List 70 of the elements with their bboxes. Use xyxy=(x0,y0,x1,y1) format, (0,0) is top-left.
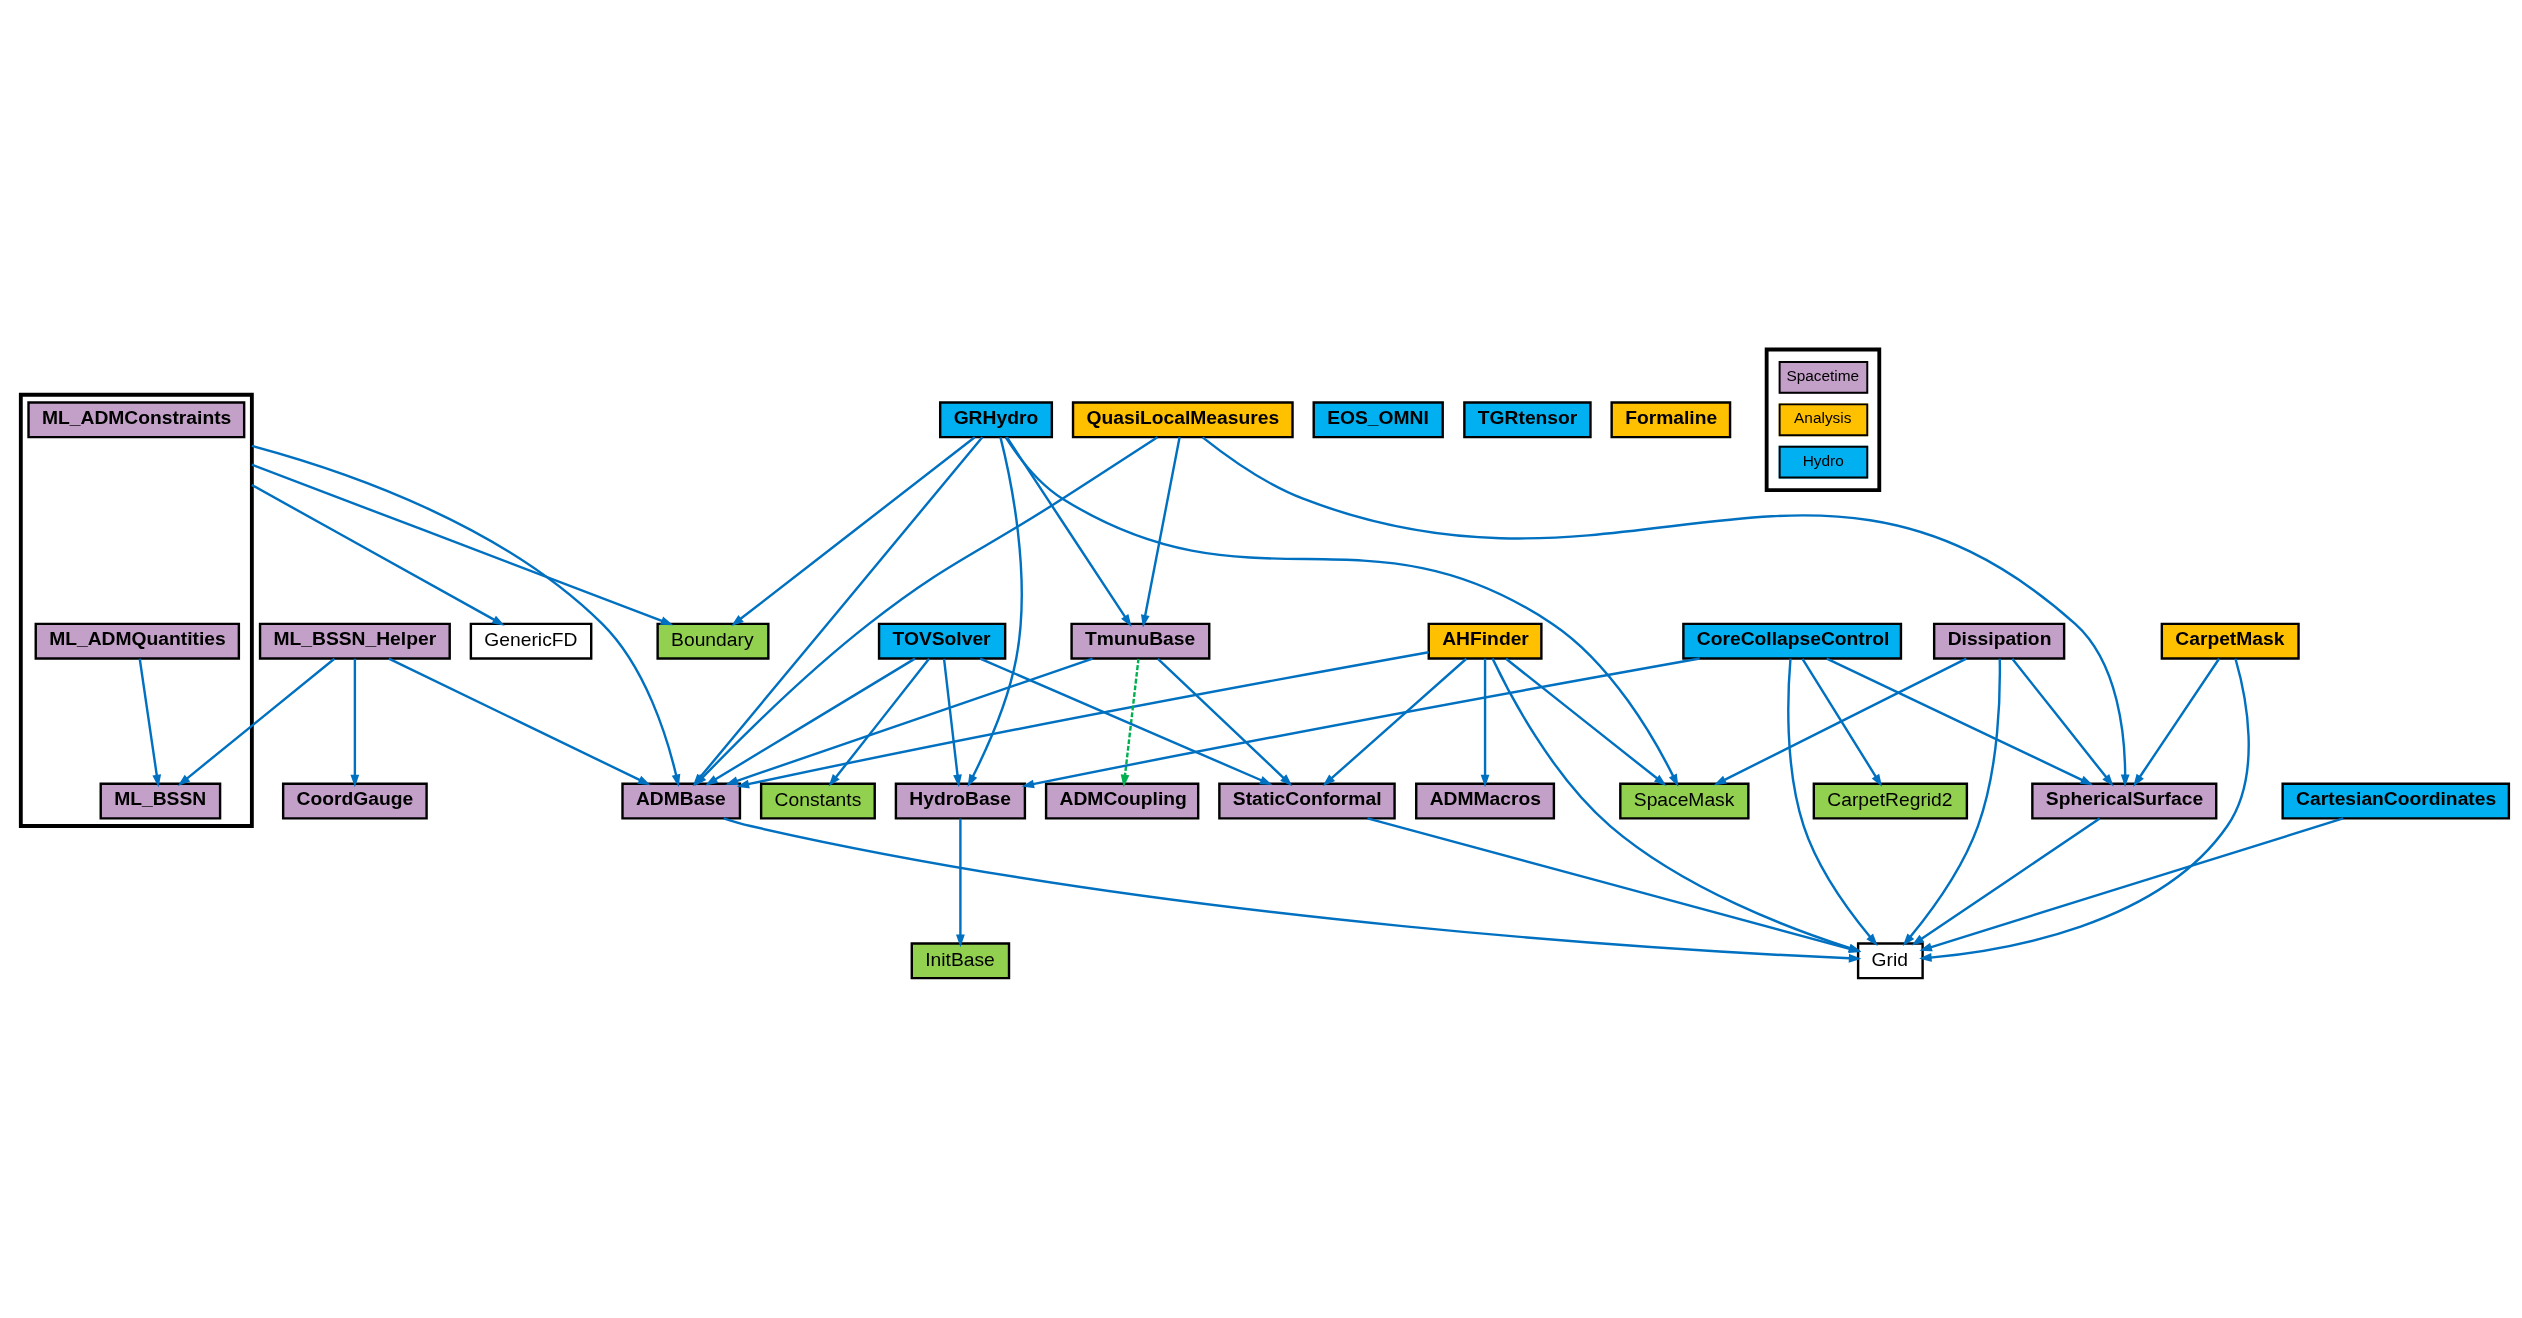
node-box: Grid xyxy=(1856,941,1924,979)
arrow xyxy=(705,657,916,786)
arrow xyxy=(1120,658,1140,787)
node-box: TGRtensor xyxy=(1463,400,1592,438)
legend-label: Hydro xyxy=(1802,451,1844,469)
arrow xyxy=(942,658,962,787)
node-box: CoreCollapseControl xyxy=(1682,622,1903,660)
arrow xyxy=(1919,816,2344,951)
arrow xyxy=(251,444,681,787)
node-box: Constants xyxy=(759,782,876,820)
node-box: ADMBase xyxy=(621,782,742,820)
arrow xyxy=(1505,657,1667,786)
arrow xyxy=(388,657,651,785)
arrow xyxy=(1902,658,2002,946)
arrow xyxy=(1157,657,1293,786)
arrow xyxy=(251,483,505,626)
node-box: CarpetRegrid2 xyxy=(1812,782,1969,820)
arrow xyxy=(1713,657,1967,785)
node-box: CarpetMask xyxy=(2160,622,2300,660)
arrow xyxy=(979,657,1273,785)
legend-label: Analysis xyxy=(1794,408,1852,426)
node-box: TOVSolver xyxy=(877,622,1007,660)
arrow xyxy=(731,435,976,626)
cluster xyxy=(18,392,254,828)
node-box: ML_ADMQuantities xyxy=(34,622,241,660)
node-box: ADMCoupling xyxy=(1044,782,1200,820)
arrow xyxy=(1919,657,2250,962)
node-box: ADMMacros xyxy=(1415,782,1556,820)
node-box: StaticConformal xyxy=(1218,782,1396,820)
arrow xyxy=(1005,436,1132,627)
arrow xyxy=(177,657,336,786)
arrow xyxy=(1787,658,1878,946)
arrow xyxy=(1140,436,1181,627)
node-box: CoordGauge xyxy=(281,782,428,820)
node-box: CartesianCoordinates xyxy=(2281,782,2511,820)
node-box: Dissipation xyxy=(1932,622,2066,660)
arrow xyxy=(1322,657,1468,786)
legend-label: Spacetime xyxy=(1786,366,1860,384)
node-box: AHFinder xyxy=(1427,622,1543,660)
arrow xyxy=(736,650,1429,788)
arrow xyxy=(350,658,360,787)
arrow xyxy=(725,657,1093,785)
node-box: InitBase xyxy=(910,941,1011,979)
arrow xyxy=(967,436,1023,787)
arrow xyxy=(1801,657,1883,787)
arrow xyxy=(251,463,674,625)
arrow xyxy=(956,818,965,947)
node-box: QuasiLocalMeasures xyxy=(1071,400,1294,438)
arrow xyxy=(138,658,162,787)
node-box: Boundary xyxy=(656,622,770,660)
arrow xyxy=(1480,658,1490,787)
arrow xyxy=(1826,657,2094,785)
arrow xyxy=(1021,656,1700,788)
arrow xyxy=(828,657,930,787)
node-box: GRHydro xyxy=(938,400,1054,438)
arrow xyxy=(1911,817,2101,945)
arrow xyxy=(2133,657,2221,787)
node-box: ML_BSSN_Helper xyxy=(258,622,451,660)
node-box: GenericFD xyxy=(469,622,593,660)
node-box: SphericalSurface xyxy=(2031,782,2218,820)
node-box: ML_ADMConstraints xyxy=(27,400,246,438)
node-box: EOS_OMNI xyxy=(1312,400,1444,438)
node-box: SpaceMask xyxy=(1619,782,1750,820)
node-box: TmunuBase xyxy=(1070,622,1211,660)
arrow xyxy=(1201,435,2130,787)
arrow xyxy=(1004,436,1679,787)
node-box: ML_BSSN xyxy=(99,782,222,820)
node-box: HydroBase xyxy=(894,782,1027,820)
node-box: Formaline xyxy=(1610,400,1732,438)
arrow xyxy=(2011,657,2114,787)
